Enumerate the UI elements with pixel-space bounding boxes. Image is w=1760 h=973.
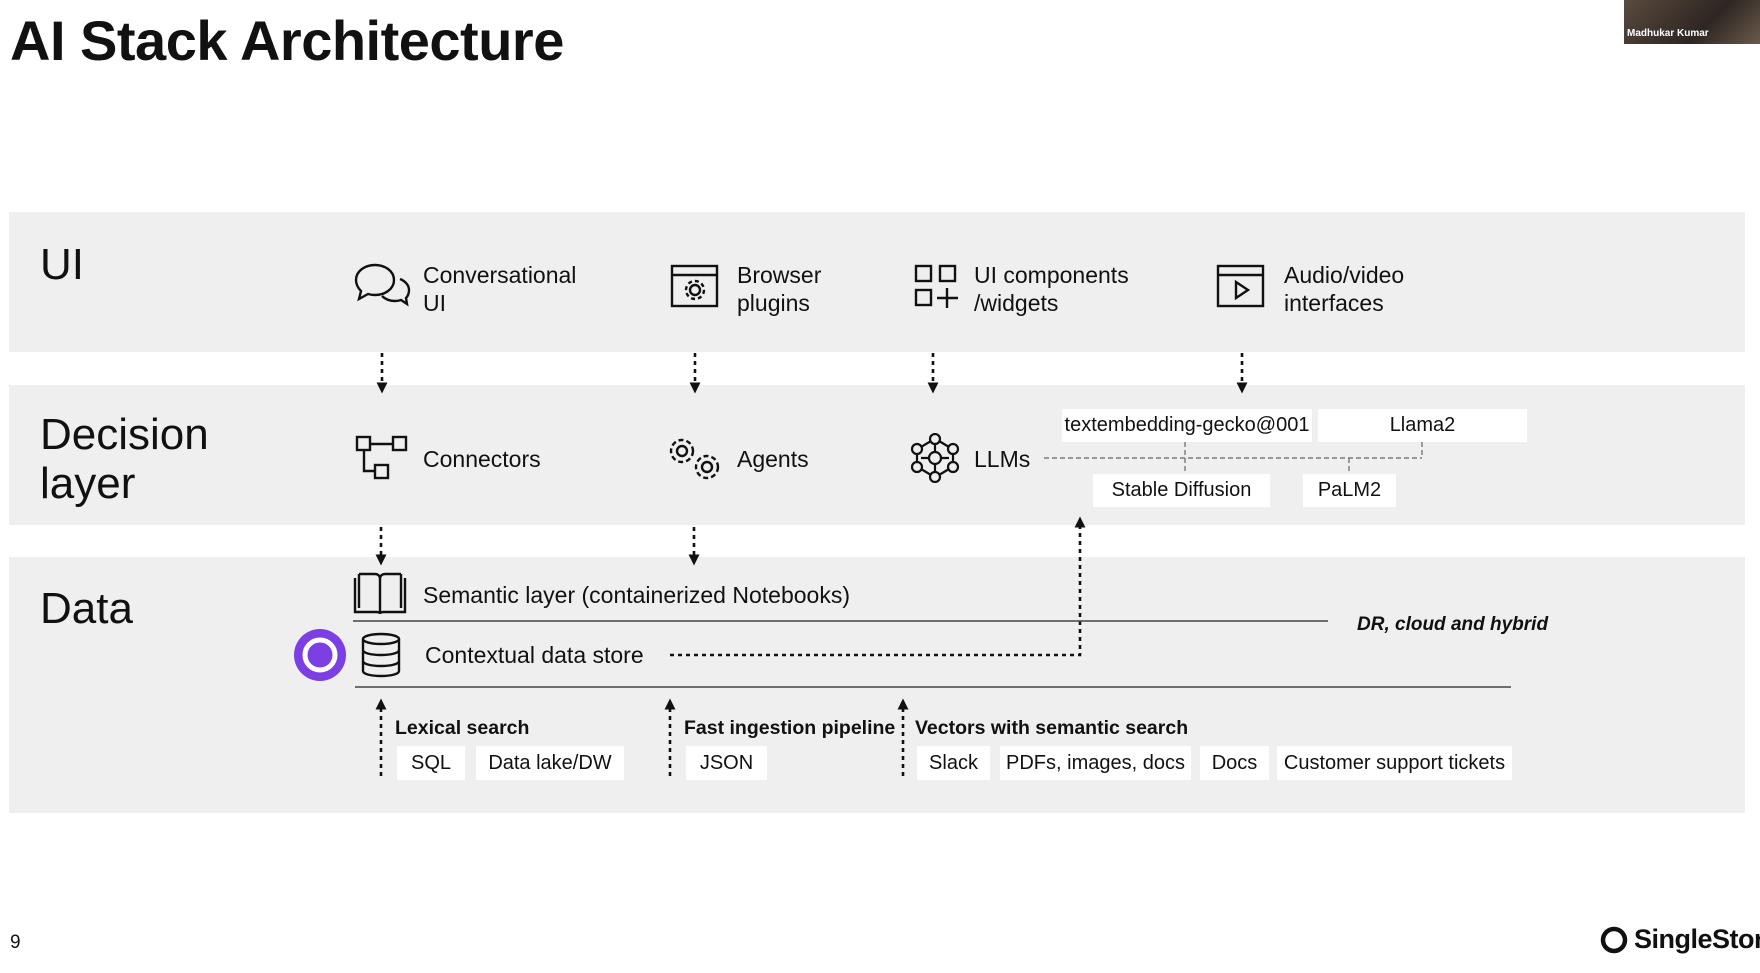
- ui-item-conversational: Conversational UI: [423, 262, 577, 316]
- model-chip-stable-diffusion: Stable Diffusion: [1093, 474, 1270, 507]
- data-layer-label: Data: [40, 584, 133, 633]
- deployment-label: DR, cloud and hybrid: [1357, 614, 1549, 635]
- decision-item-connectors: Connectors: [423, 446, 541, 472]
- source-chip-support-tickets: Customer support tickets: [1277, 746, 1512, 780]
- page-number: 9: [10, 932, 21, 953]
- ui-item-browser-plugins: Browser plugins: [737, 262, 822, 316]
- open-book-icon: [352, 572, 408, 621]
- singlestore-logo: SingleStore: [1600, 924, 1760, 955]
- browser-gear-icon: [670, 263, 720, 314]
- vectors-semantic-heading: Vectors with semantic search: [915, 717, 1189, 739]
- singlestore-logo-icon: [1600, 926, 1628, 953]
- source-chip-data-lake: Data lake/DW: [476, 746, 624, 780]
- video-player-icon: [1216, 263, 1266, 314]
- participant-video-thumbnail[interactable]: Madhukar Kumar: [1624, 0, 1760, 44]
- decision-layer-band: [9, 385, 1745, 525]
- contextual-data-store-label: Contextual data store: [425, 642, 644, 668]
- source-chip-pdfs: PDFs, images, docs: [1000, 746, 1191, 780]
- ui-item-audio-video: Audio/video interfaces: [1284, 262, 1405, 316]
- semantic-layer-label: Semantic layer (containerized Notebooks): [423, 582, 850, 608]
- ui-layer-label: UI: [40, 240, 84, 289]
- brand-name: SingleStore: [1634, 924, 1760, 954]
- database-icon: [360, 632, 402, 683]
- model-chip-palm2: PaLM2: [1303, 474, 1396, 507]
- grid-plus-icon: [914, 264, 960, 315]
- singlestore-badge-icon: [293, 628, 347, 687]
- connectors-icon: [355, 434, 411, 487]
- model-chip-llama2: Llama2: [1318, 409, 1527, 442]
- source-chip-sql: SQL: [397, 746, 465, 780]
- chat-bubbles-icon: [352, 262, 412, 315]
- ui-item-components: UI components /widgets: [974, 262, 1129, 316]
- decision-item-llms: LLMs: [974, 446, 1031, 472]
- decision-item-agents: Agents: [737, 446, 809, 472]
- neural-network-icon: [907, 432, 963, 488]
- participant-name: Madhukar Kumar: [1627, 28, 1709, 39]
- arrow-store-to-llms: [670, 516, 1086, 657]
- source-chip-json: JSON: [686, 746, 767, 780]
- gears-icon: [665, 434, 725, 489]
- fast-ingestion-heading: Fast ingestion pipeline: [684, 717, 896, 739]
- slide-title: AI Stack Architecture: [10, 9, 564, 72]
- decision-layer-label: Decision layer: [40, 410, 209, 509]
- source-chip-slack: Slack: [917, 746, 990, 780]
- source-chip-docs: Docs: [1200, 746, 1269, 780]
- model-chip-gecko: textembedding-gecko@001: [1062, 409, 1312, 442]
- lexical-search-heading: Lexical search: [395, 717, 530, 739]
- ui-layer-band: [9, 212, 1745, 352]
